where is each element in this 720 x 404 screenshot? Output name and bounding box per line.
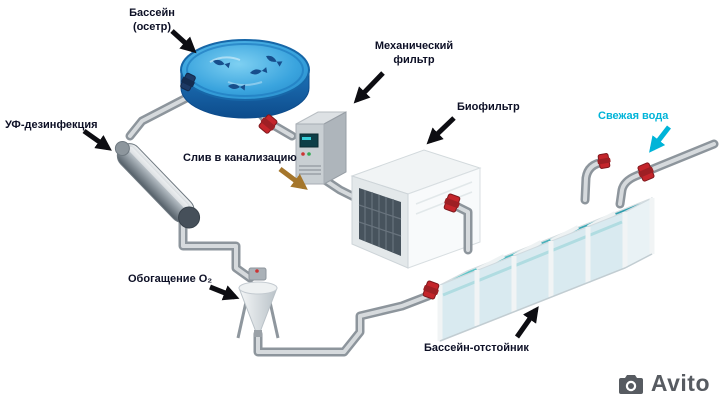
fish-icon [213,55,283,91]
label-pool: Бассейн (осетр) [129,7,175,33]
watermark-text: Avito [650,370,710,396]
arrow-fresh-water-icon [649,125,671,153]
label-fresh-water: Свежая вода [598,110,669,122]
arrow-settling-pool-icon [514,306,539,339]
label-drain: Слив в канализацию [183,152,297,164]
valve-biofilter [443,193,461,213]
valve-basin-inlet [597,153,611,169]
pipe-pool-to-uv [125,87,203,141]
label-oxygen: Обогащение О₂ [128,273,213,285]
arrow-drain-icon [278,167,308,190]
valve-pool-filter [258,114,278,134]
pipe-fresh-water [615,139,719,209]
watermark: Avito [618,370,710,397]
pool-valve [180,72,196,92]
valve-fresh-water [637,162,655,182]
settling-basin [437,197,655,342]
mechanical-filter-unit [295,111,347,185]
pipe-cone-to-basin [253,291,433,357]
annotation-arrows [82,29,671,339]
camera-icon [618,374,643,394]
arrow-uv-icon [82,128,112,151]
arrow-oxygen-icon [209,284,240,301]
fish-pool [180,39,310,119]
basin-pump [422,280,440,300]
label-uv-disinfection: УФ-дезинфекция [5,119,98,131]
label-biofilter: Биофильтр [457,101,520,113]
arrow-pool-icon [170,29,197,54]
uv-disinfection-unit [114,140,201,229]
label-mechanical-filter: Механический фильтр [374,40,454,66]
label-settling-pool: Бассейн-отстойник [424,342,529,354]
oxygen-cone-unit [236,267,280,339]
arrow-biofilter-icon [426,116,456,145]
biofilter-unit [350,149,482,269]
arrow-mechanical-filter-icon [353,71,385,104]
pipe-uv-to-cone [178,217,255,283]
